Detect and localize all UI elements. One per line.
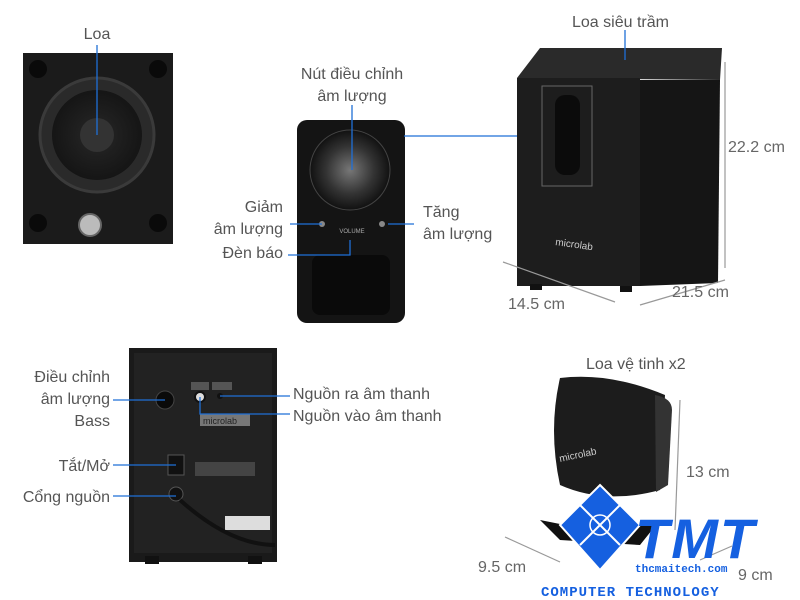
logo-tagline: COMPUTER TECHNOLOGY <box>541 585 720 600</box>
label-bass-3: Bass <box>74 413 110 430</box>
label-subwoofer: Loa siêu trầm <box>572 14 669 31</box>
label-satellite: Loa vệ tinh x2 <box>586 356 686 373</box>
label-bass: Điều chỉnh <box>34 369 110 386</box>
label-audio-in: Nguồn vào âm thanh <box>293 408 442 425</box>
back-panel: microlab Điều chỉnh âm lượng Bass Tắt/Mở… <box>23 348 442 564</box>
volume-print: VOLUME <box>339 229 364 235</box>
label-loa: Loa <box>84 26 111 43</box>
dim-sat-height: 13 cm <box>686 464 730 481</box>
dim-sat-depth: 9 cm <box>738 567 773 584</box>
subwoofer: microlab Loa siêu trầm 22.2 cm 21.5 cm 1… <box>502 14 785 313</box>
tweeter-icon <box>78 213 102 237</box>
dim-width: 14.5 cm <box>508 296 565 313</box>
brand-logo: microlab <box>555 237 594 253</box>
label-decrease-2: âm lượng <box>214 221 283 238</box>
tmt-watermark: TMT thcmaitech.com COMPUTER TECHNOLOGY <box>541 483 759 600</box>
circuit-logo-icon <box>558 483 642 572</box>
dim-depth: 21.5 cm <box>672 284 729 301</box>
logo-text: TMT <box>635 507 759 570</box>
label-indicator: Đèn báo <box>223 245 284 262</box>
dim-sat-width: 9.5 cm <box>478 559 526 576</box>
logo-site: thcmaitech.com <box>635 564 728 576</box>
brand-label: microlab <box>203 416 237 426</box>
label-knob: Nút điều chỉnh <box>301 66 403 83</box>
label-power-port: Cổng nguồn <box>23 488 110 506</box>
label-increase-2: âm lượng <box>423 226 492 243</box>
label-bass-2: âm lượng <box>41 391 110 408</box>
front-speaker: Loa <box>23 26 173 244</box>
volume-knob <box>309 129 391 211</box>
label-audio-out: Nguồn ra âm thanh <box>293 386 430 403</box>
control-unit: VOLUME Nút điều chỉnh âm lượng Giảm âm l… <box>214 66 545 323</box>
dim-height: 22.2 cm <box>728 139 785 156</box>
label-increase: Tăng <box>423 204 459 221</box>
label-knob-2: âm lượng <box>317 88 386 105</box>
label-decrease: Giảm <box>245 199 283 216</box>
label-power-switch: Tắt/Mở <box>59 456 111 475</box>
